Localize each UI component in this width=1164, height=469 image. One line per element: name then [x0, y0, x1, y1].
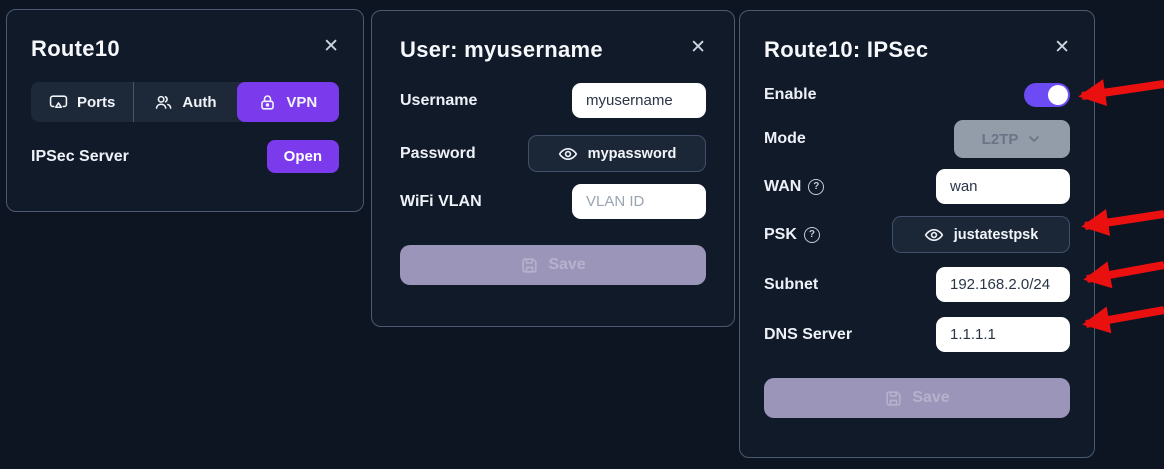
wan-input[interactable]: [936, 169, 1070, 204]
wan-row: WAN ?: [764, 169, 1070, 204]
mode-row: Mode L2TP: [764, 120, 1070, 158]
tab-auth[interactable]: Auth: [133, 82, 236, 122]
password-field[interactable]: mypassword: [528, 135, 706, 172]
save-floppy-icon: [886, 390, 901, 406]
psk-row: PSK ? justatestpsk: [764, 216, 1070, 253]
eye-icon[interactable]: [558, 144, 578, 164]
save-floppy-icon: [522, 257, 537, 273]
close-icon[interactable]: ✕: [323, 36, 339, 57]
vlan-label: WiFi VLAN: [400, 192, 482, 210]
ipsec-server-label: IPSec Server: [31, 147, 129, 165]
ipsec-panel: Route10: IPSec ✕ Enable Mode L2TP WAN ? …: [739, 10, 1095, 458]
panel-title: Route10: IPSec: [764, 37, 929, 62]
route10-titlebar: Route10 ✕: [31, 36, 339, 62]
arrow-subnet-field: [1083, 261, 1164, 289]
subnet-label: Subnet: [764, 275, 819, 293]
dns-label: DNS Server: [764, 325, 853, 343]
enable-row: Enable: [764, 83, 1070, 107]
password-row: Password mypassword: [400, 135, 706, 172]
save-button[interactable]: Save: [764, 378, 1070, 418]
vlan-row: WiFi VLAN: [400, 184, 706, 219]
mode-value: L2TP: [981, 130, 1019, 148]
ipsec-server-row: IPSec Server Open: [31, 140, 339, 173]
arrow-dns-field: [1082, 306, 1164, 334]
user-panel: User: myusername ✕ Username Password myp…: [371, 10, 735, 327]
dns-row: DNS Server: [764, 317, 1070, 352]
save-label: Save: [912, 389, 950, 406]
chevron-down-icon: [1029, 136, 1040, 142]
psk-value: justatestpsk: [953, 226, 1039, 243]
toggle-knob: [1048, 85, 1068, 105]
psk-field[interactable]: justatestpsk: [892, 216, 1070, 253]
username-label: Username: [400, 91, 478, 109]
open-button[interactable]: Open: [266, 140, 339, 173]
psk-label: PSK: [764, 225, 797, 243]
ipsec-titlebar: Route10: IPSec ✕: [764, 37, 1070, 63]
help-icon[interactable]: ?: [808, 178, 825, 195]
route10-tabbar: Ports Auth VPN: [31, 82, 339, 122]
mode-select[interactable]: L2TP: [954, 120, 1070, 158]
panel-title: Route10: [31, 36, 120, 61]
subnet-input[interactable]: [936, 267, 1070, 302]
vlan-input[interactable]: [572, 184, 706, 219]
tab-label: Auth: [182, 93, 217, 111]
password-value: mypassword: [587, 145, 677, 162]
username-input[interactable]: [572, 83, 706, 118]
users-icon: [156, 95, 172, 109]
lock-icon: [261, 94, 275, 110]
password-label: Password: [400, 144, 476, 162]
panel-title: User: myusername: [400, 37, 603, 62]
arrow-psk-field: [1081, 209, 1164, 236]
dns-input[interactable]: [936, 317, 1070, 352]
save-button[interactable]: Save: [400, 245, 706, 285]
close-icon[interactable]: ✕: [1054, 37, 1070, 58]
save-label: Save: [548, 256, 586, 273]
route10-panel: Route10 ✕ Ports Auth VPN IPSec Server Op…: [6, 9, 364, 212]
eye-icon[interactable]: [924, 225, 944, 245]
tab-ports[interactable]: Ports: [31, 82, 133, 122]
enable-toggle[interactable]: [1024, 83, 1070, 107]
tab-label: Ports: [76, 93, 116, 111]
subnet-row: Subnet: [764, 267, 1070, 302]
close-icon[interactable]: ✕: [690, 37, 706, 58]
wan-label: WAN: [764, 177, 802, 195]
tab-label: VPN: [286, 93, 318, 111]
help-icon[interactable]: ?: [803, 226, 820, 243]
mode-label: Mode: [764, 130, 806, 147]
username-row: Username: [400, 83, 706, 118]
enable-label: Enable: [764, 86, 817, 103]
display-ports-icon: [49, 94, 68, 108]
tab-vpn[interactable]: VPN: [236, 82, 339, 122]
user-titlebar: User: myusername ✕: [400, 37, 706, 63]
